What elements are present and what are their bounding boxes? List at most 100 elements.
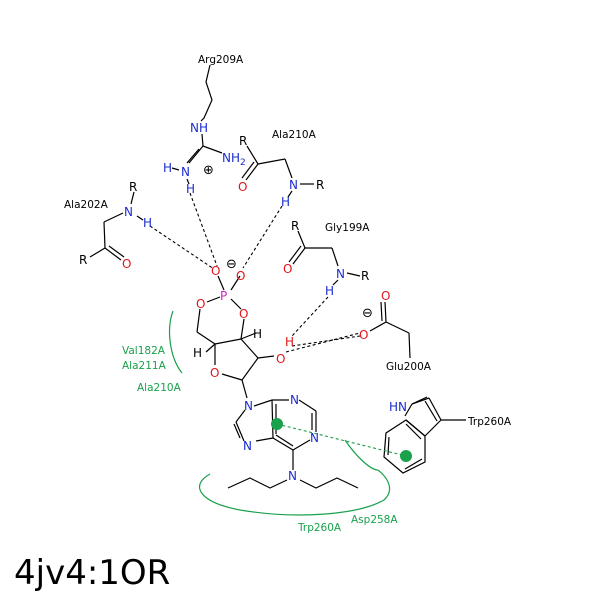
residue-label-gly199: Gly199A: [325, 222, 370, 234]
atom-h-arg-1: H: [163, 161, 172, 175]
ala210-ca-n: [284, 158, 293, 179]
hydrophobic-contacts: [168, 310, 412, 516]
o-ch2: [196, 308, 201, 333]
atom-nh2-text: NH: [222, 151, 240, 165]
atom-labels: NH NH2 N H H ⊕ R O N R H R N H R O R O N…: [79, 121, 407, 483]
residue-labels: Arg209A Ala210A Ala202A Gly199A Glu200A …: [64, 54, 512, 534]
positive-charge-icon: ⊕: [203, 163, 214, 178]
atom-nh2-subscript: 2: [240, 158, 246, 168]
p-o-right: [230, 298, 242, 310]
indole-c3-c3a: [424, 419, 442, 437]
atom-n7: N: [243, 439, 252, 453]
ala210-c-o: [245, 163, 259, 181]
atom-o-gly199: O: [283, 262, 292, 276]
p-o-top-right: [230, 275, 241, 291]
ala202-ca-n: [103, 212, 124, 223]
indole-n-c: [404, 403, 413, 417]
atom-r-ala210: R: [239, 134, 247, 148]
arg209-sidechain: [200, 64, 213, 122]
ala202-c-o-double: [108, 245, 125, 258]
atom-n-ala202: N: [124, 205, 133, 219]
atom-h-oh: H: [285, 335, 294, 349]
indole-hn-c2: [411, 397, 430, 405]
propyl-left: [227, 477, 288, 489]
c8-n9: [235, 409, 246, 423]
atom-nh: NH: [190, 121, 208, 135]
glu200-c-ch2: [385, 321, 410, 334]
glu200-o-c-double: [380, 301, 383, 322]
c5-n7: [255, 437, 274, 442]
hydrophobic-arc-bottom: [199, 469, 391, 516]
hydrophobic-arc-left: [168, 310, 183, 374]
atom-r-gly199: R: [291, 219, 299, 233]
hbond-ala210-phosphate: [242, 205, 283, 269]
hbond-glu200-oh-2: [285, 332, 361, 353]
atom-nh2: NH2: [222, 151, 246, 168]
atom-o-phos-2: O: [236, 269, 245, 283]
bond-network: [89, 64, 466, 489]
ala210-c-o-double: [241, 161, 255, 179]
atom-r-ala202-n: R: [129, 180, 137, 194]
atom-o-glu200-b: O: [359, 328, 368, 342]
ala210-n-h: [287, 190, 293, 198]
atom-n-arg: N: [181, 165, 190, 179]
hydrophobic-arc-bottom-tail: [344, 439, 379, 471]
ala202-c-r: [89, 247, 106, 258]
p-o-left: [206, 296, 221, 303]
pi-stacking-line: [276, 423, 407, 457]
atom-n3: N: [290, 393, 299, 407]
residue-label-trp260-right: Trp260A: [467, 416, 512, 428]
hydrogen-bonds: [149, 192, 361, 353]
atom-h-c3: H: [253, 327, 262, 341]
n7-c8: [235, 421, 245, 442]
glu200-o-c: [384, 301, 387, 323]
residue-label-arg209: Arg209A: [198, 54, 244, 66]
atom-o-ala202: O: [122, 257, 131, 271]
ala202-n-h: [136, 215, 144, 221]
c3-h: [240, 332, 257, 340]
p-o-top-left: [217, 275, 225, 291]
atom-o4: O: [210, 366, 219, 380]
atom-r-ala210-n: R: [316, 178, 324, 192]
ala202-c-o: [104, 247, 122, 261]
c4-c3: [214, 338, 242, 345]
atom-n1: N: [310, 431, 319, 445]
propyl-right: [299, 477, 359, 489]
gly199-c-o: [292, 247, 306, 265]
atom-h-ala210: H: [281, 195, 290, 209]
gly199-r-c: [297, 230, 306, 249]
atom-n-amine: N: [288, 469, 297, 483]
c6-c5: [272, 437, 294, 451]
atom-o-phos-3: O: [196, 297, 205, 311]
atom-o-oh: O: [276, 352, 285, 366]
atom-r-ala202: R: [79, 253, 87, 267]
residue-label-glu200: Glu200A: [386, 361, 432, 373]
bond-c-n: [188, 145, 204, 164]
c6-c5-double: [275, 434, 294, 447]
residue-label-ala202: Ala202A: [64, 199, 109, 211]
benz-double-3: [405, 423, 422, 440]
gly199-n-h: [332, 279, 339, 286]
ala202-n-r: [130, 191, 135, 205]
o-c3: [240, 318, 245, 340]
c5-c4: [271, 399, 274, 439]
bond-n-h2: [171, 167, 180, 171]
atom-r-gly199-n: R: [361, 269, 369, 283]
residue-label-ala210-top: Ala210A: [272, 129, 317, 141]
residue-label-ala210-left: Ala210A: [137, 382, 182, 394]
hbond-ala202-phosphate: [149, 225, 215, 270]
atom-h-ala202: H: [143, 216, 152, 230]
ch2-c4: [196, 331, 216, 345]
c4-h: [205, 343, 216, 353]
n7-c8-double: [233, 423, 241, 439]
negative-charge-icon-glu200: ⊖: [362, 306, 373, 321]
negative-charge-icon-phosphate: ⊖: [226, 257, 237, 272]
atom-o-ala210: O: [238, 180, 247, 194]
o4-c1: [221, 373, 243, 381]
indole-c2-c3: [428, 397, 442, 421]
hbond-arg209-phosphate: [189, 192, 218, 267]
ala210-r-c: [246, 145, 259, 165]
c1-n9: [241, 379, 248, 399]
residue-label-asp258: Asp258A: [351, 514, 398, 526]
